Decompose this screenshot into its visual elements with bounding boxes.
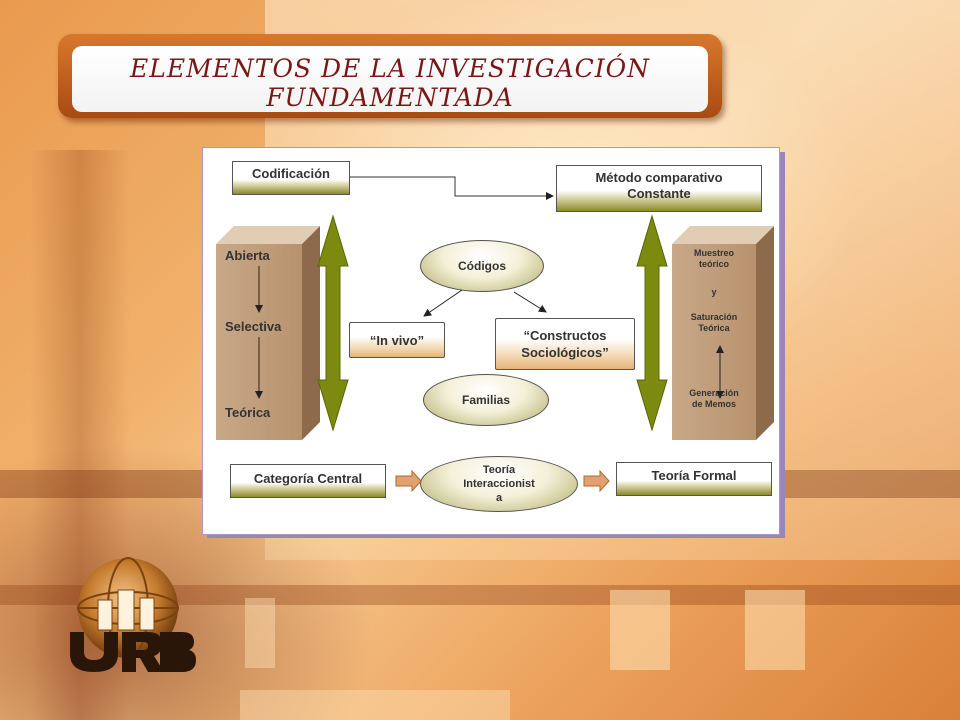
in-vivo-label: “In vivo”	[369, 332, 425, 348]
metodo-line-1: Método comparativo	[595, 170, 723, 185]
generacion-line-1: Generación	[689, 388, 739, 398]
categoria-central-label: Categoría Central	[253, 471, 363, 486]
teoria-int-line-2: Interaccionist	[463, 478, 535, 490]
codigos-oval: Códigos	[420, 240, 544, 292]
background-square	[745, 590, 805, 670]
familias-oval: Familias	[423, 374, 549, 426]
teoria-int-line-3: a	[495, 492, 503, 504]
label-teorica: Teórica	[225, 405, 271, 420]
background-dark-stripe	[0, 585, 960, 605]
codificacion-box: Codificación	[232, 161, 350, 195]
background-square	[610, 590, 670, 670]
constructos-sociologicos-box: “Constructos Sociológicos”	[495, 318, 635, 370]
constructos-line-2: Sociológicos”	[521, 345, 609, 360]
label-muestreo-teorico: Muestreo teórico	[676, 248, 752, 270]
muestreo-line-1: Muestreo	[693, 248, 734, 258]
olive-double-arrow-left	[317, 214, 349, 432]
background-square	[240, 690, 510, 720]
generacion-line-2: de Memos	[691, 399, 736, 409]
block-arrow-categoria-teoria	[395, 469, 422, 493]
teoria-formal-label: Teoría Formal	[651, 468, 737, 483]
block-arrow-teoria-formal	[583, 469, 610, 493]
saturacion-line-2: Teórica	[698, 323, 730, 333]
teoria-formal-box: Teoría Formal	[616, 462, 772, 496]
slide-title-line-1: ELEMENTOS DE LA INVESTIGACIÓN	[129, 54, 651, 83]
connector-codificacion-metodo	[350, 176, 554, 200]
in-vivo-box: “In vivo”	[349, 322, 445, 358]
label-abierta: Abierta	[225, 248, 270, 263]
label-selectiva: Selectiva	[225, 319, 282, 334]
label-saturacion-teorica: Saturación Teórica	[676, 312, 752, 334]
arrow-codigos-invivo	[423, 289, 463, 317]
slide-title: ELEMENTOS DE LA INVESTIGACIÓN FUNDAMENTA…	[72, 54, 708, 112]
slide-title-line-2: FUNDAMENTADA	[266, 83, 514, 112]
saturacion-line-1: Saturación	[690, 312, 738, 322]
label-generacion-memos: Generación de Memos	[676, 388, 752, 410]
muestreo-line-2: teórico	[698, 259, 729, 269]
metodo-line-2: Constante	[627, 186, 691, 201]
metodo-comparativo-box: Método comparativo Constante	[556, 165, 762, 212]
olive-double-arrow-right	[636, 214, 668, 432]
codigos-label: Códigos	[458, 259, 506, 273]
teoria-interaccionista-oval: Teoría Interaccionist a	[420, 456, 578, 512]
categoria-central-box: Categoría Central	[230, 464, 386, 498]
familias-label: Familias	[461, 393, 511, 407]
arrow-codigos-constructos	[513, 291, 547, 313]
background-square	[245, 598, 275, 668]
constructos-line-1: “Constructos	[523, 328, 607, 343]
codificacion-label: Codificación	[251, 166, 330, 181]
right-stack-block	[672, 244, 756, 440]
urbs-wordmark	[70, 632, 196, 672]
title-plate	[72, 46, 708, 112]
label-y: y	[711, 287, 717, 297]
teoria-int-line-1: Teoría	[482, 464, 516, 476]
